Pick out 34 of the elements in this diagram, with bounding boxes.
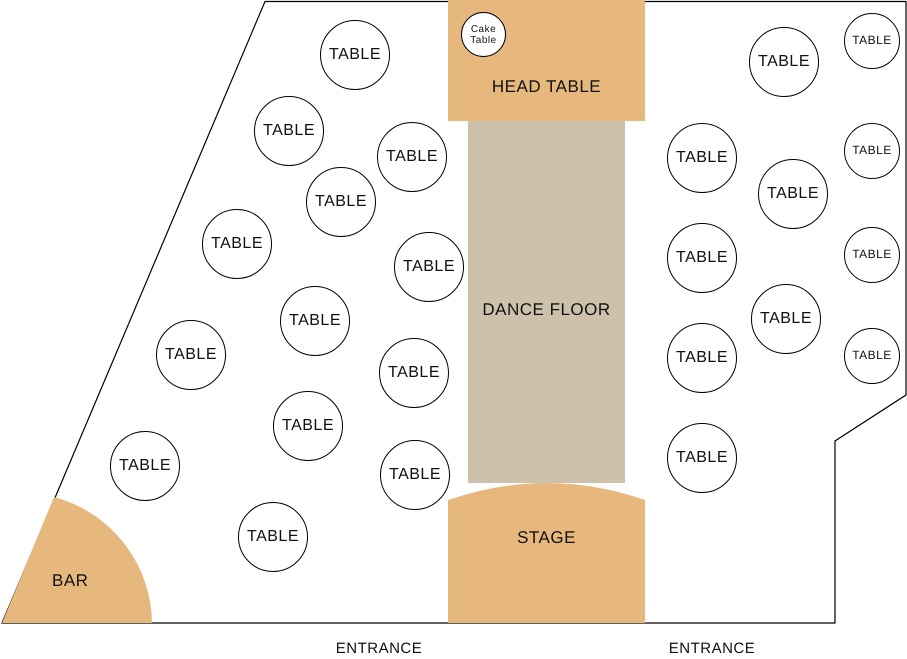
area-label: BAR [52,572,88,591]
table-label: TABLE [328,46,382,64]
table-label: TABLE [675,149,729,167]
table-label: TABLE [851,349,893,363]
table-label: TABLE [118,457,172,475]
table-label: TABLE [757,53,811,71]
table-label: TABLE [675,449,729,467]
table-label: TABLE [246,528,300,546]
table-label: TABLE [388,466,442,484]
area-label: STAGE [516,529,577,548]
cake-table [461,12,506,57]
table-label: TABLE [387,364,441,382]
table-label: TABLE [262,122,316,140]
table-label: TABLE [314,193,368,211]
entrance-label: ENTRANCE [334,641,424,658]
table-label: TABLE [281,417,335,435]
table-label: TABLE [759,310,813,328]
table-label: TABLE [288,312,342,330]
entrance-label: ENTRANCE [668,641,756,658]
area-label: DANCE FLOOR [481,301,612,320]
table-label: TABLE [675,349,729,367]
table-label: TABLE [851,144,893,158]
table-label: TABLE [402,258,456,276]
table-label: TABLE [385,148,439,166]
table-label: TABLE [164,346,218,364]
table-label: TABLE [210,235,264,253]
table-label: TABLE [675,249,729,267]
table-label: TABLE [766,185,820,203]
area-label: HEAD TABLE [490,78,602,97]
dance-floor [468,121,625,483]
table-label: TABLE [851,34,893,48]
table-label: TABLE [851,248,893,262]
head-table [448,0,645,121]
table-label: Cake Table [469,24,498,46]
